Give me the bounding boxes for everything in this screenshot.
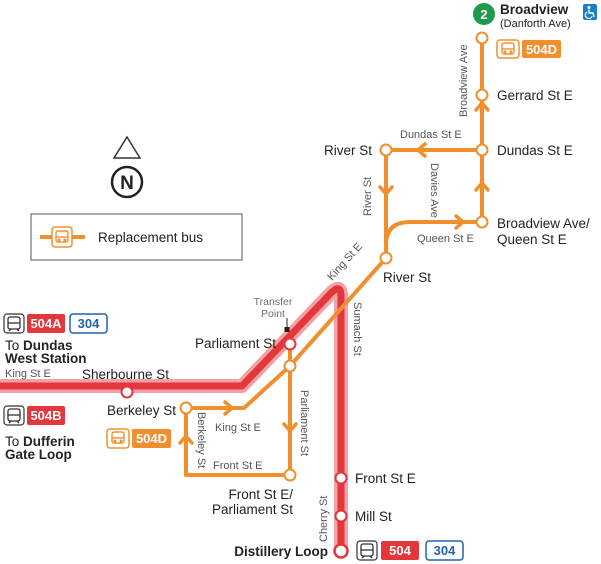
street-king-st-e-diag: King St E — [325, 241, 365, 283]
street-sumach-st: Sumach St — [351, 302, 363, 356]
compass-letter: N — [120, 173, 134, 194]
subway-station-sub: (Danforth Ave) — [500, 18, 571, 30]
stop-broadview-queen — [475, 215, 489, 229]
transfer-point-marker — [284, 318, 290, 332]
svg-text:504D: 504D — [526, 42, 557, 57]
street-queen-st-e: Queen St E — [417, 233, 474, 245]
stop-label-front-parl-2: Parliament St — [212, 502, 293, 517]
destination-dundas-2: West Station — [5, 351, 87, 366]
street-king-st-e-mid: King St E — [215, 422, 261, 434]
transfer-point-label-2: Point — [261, 308, 285, 320]
stop-label-mill: Mill St — [355, 509, 392, 524]
street-front-st-e: Front St E — [213, 460, 263, 472]
svg-text:504B: 504B — [30, 408, 61, 423]
stop-label-river-mid: River St — [383, 270, 431, 285]
svg-text:504: 504 — [389, 543, 411, 558]
stop-mill — [334, 509, 348, 523]
stop-front-parliament — [283, 468, 297, 482]
transfer-point-label-1: Transfer — [254, 296, 293, 308]
stop-sherbourne — [120, 385, 134, 399]
stop-label-gerrard: Gerrard St E — [497, 88, 573, 103]
wheelchair-icon — [583, 4, 597, 20]
street-berkeley-st: Berkeley St — [195, 412, 207, 468]
destination-dufferin-1: To Dufferin — [5, 434, 75, 449]
stop-label-dundas: Dundas St E — [497, 143, 573, 158]
stop-label-broadview-queen-2: Queen St E — [497, 232, 567, 247]
subway-line-number: 2 — [480, 7, 487, 22]
stop-river-mid — [379, 251, 393, 265]
street-davies-ave: Davies Ave — [428, 163, 440, 218]
svg-text:304: 304 — [78, 316, 100, 331]
stop-front-e — [334, 471, 348, 485]
destination-dundas-1: To Dundas — [5, 338, 73, 353]
subway-marker: 2 — [473, 3, 495, 25]
stop-parliament — [283, 337, 297, 351]
street-dundas-st-e: Dundas St E — [400, 129, 462, 141]
direction-arrows — [178, 101, 490, 445]
stop-markers — [179, 31, 489, 482]
bus-icon — [55, 230, 69, 243]
stop-label-front-parl-1: Front St E/ — [228, 487, 293, 502]
stop-gerrard — [475, 88, 489, 102]
street-king-st-e-left: King St E — [5, 368, 51, 380]
destination-dufferin-2: Gate Loop — [5, 447, 72, 462]
route-badge-504a: 504A 304 — [3, 313, 108, 334]
route-badge-504b: 504B — [3, 405, 65, 426]
stop-river-top — [379, 143, 393, 157]
stop-label-berkeley: Berkeley St — [107, 403, 176, 418]
svg-text:504A: 504A — [30, 316, 62, 331]
legend-label: Replacement bus — [98, 230, 203, 245]
stop-label-broadview-queen-1: Broadview Ave/ — [497, 216, 590, 231]
north-arrow-icon — [112, 135, 142, 159]
streetcar-icon — [360, 543, 374, 559]
stop-label-sherbourne: Sherbourne St — [82, 367, 169, 382]
street-broadview-ave: Broadview Ave — [458, 44, 470, 117]
stop-label-front-e: Front St E — [355, 471, 416, 486]
street-parliament-st: Parliament St — [298, 390, 310, 456]
street-river-st: River St — [362, 177, 374, 216]
subway-station-name: Broadview — [500, 2, 569, 17]
stop-parliament-king — [283, 359, 297, 373]
route-badge-504d-top: 504D — [496, 39, 561, 59]
stop-berkeley — [179, 401, 193, 415]
bus-icon — [111, 431, 125, 444]
bus-icon — [501, 42, 515, 55]
svg-text:304: 304 — [434, 543, 456, 558]
stop-dundas — [475, 143, 489, 157]
stop-broadview — [475, 31, 489, 45]
route-badge-504-bottom: 504 304 — [356, 540, 464, 561]
compass: N — [110, 135, 144, 199]
streetcar-icon — [7, 408, 21, 424]
street-cherry-st: Cherry St — [318, 496, 330, 542]
svg-text:504D: 504D — [136, 431, 167, 446]
streetcar-stop-markers — [120, 337, 349, 559]
streetcar-route — [0, 281, 348, 551]
route-badge-504d-left: 504D — [106, 428, 171, 449]
stop-distillery — [333, 543, 349, 559]
streetcar-icon — [7, 316, 21, 332]
stop-label-river-top: River St — [324, 143, 372, 158]
legend: Replacement bus — [30, 213, 243, 261]
stop-label-parliament: Parliament St — [195, 336, 276, 351]
stop-label-distillery: Distillery Loop — [234, 544, 328, 559]
subway-line-badge — [473, 3, 495, 25]
